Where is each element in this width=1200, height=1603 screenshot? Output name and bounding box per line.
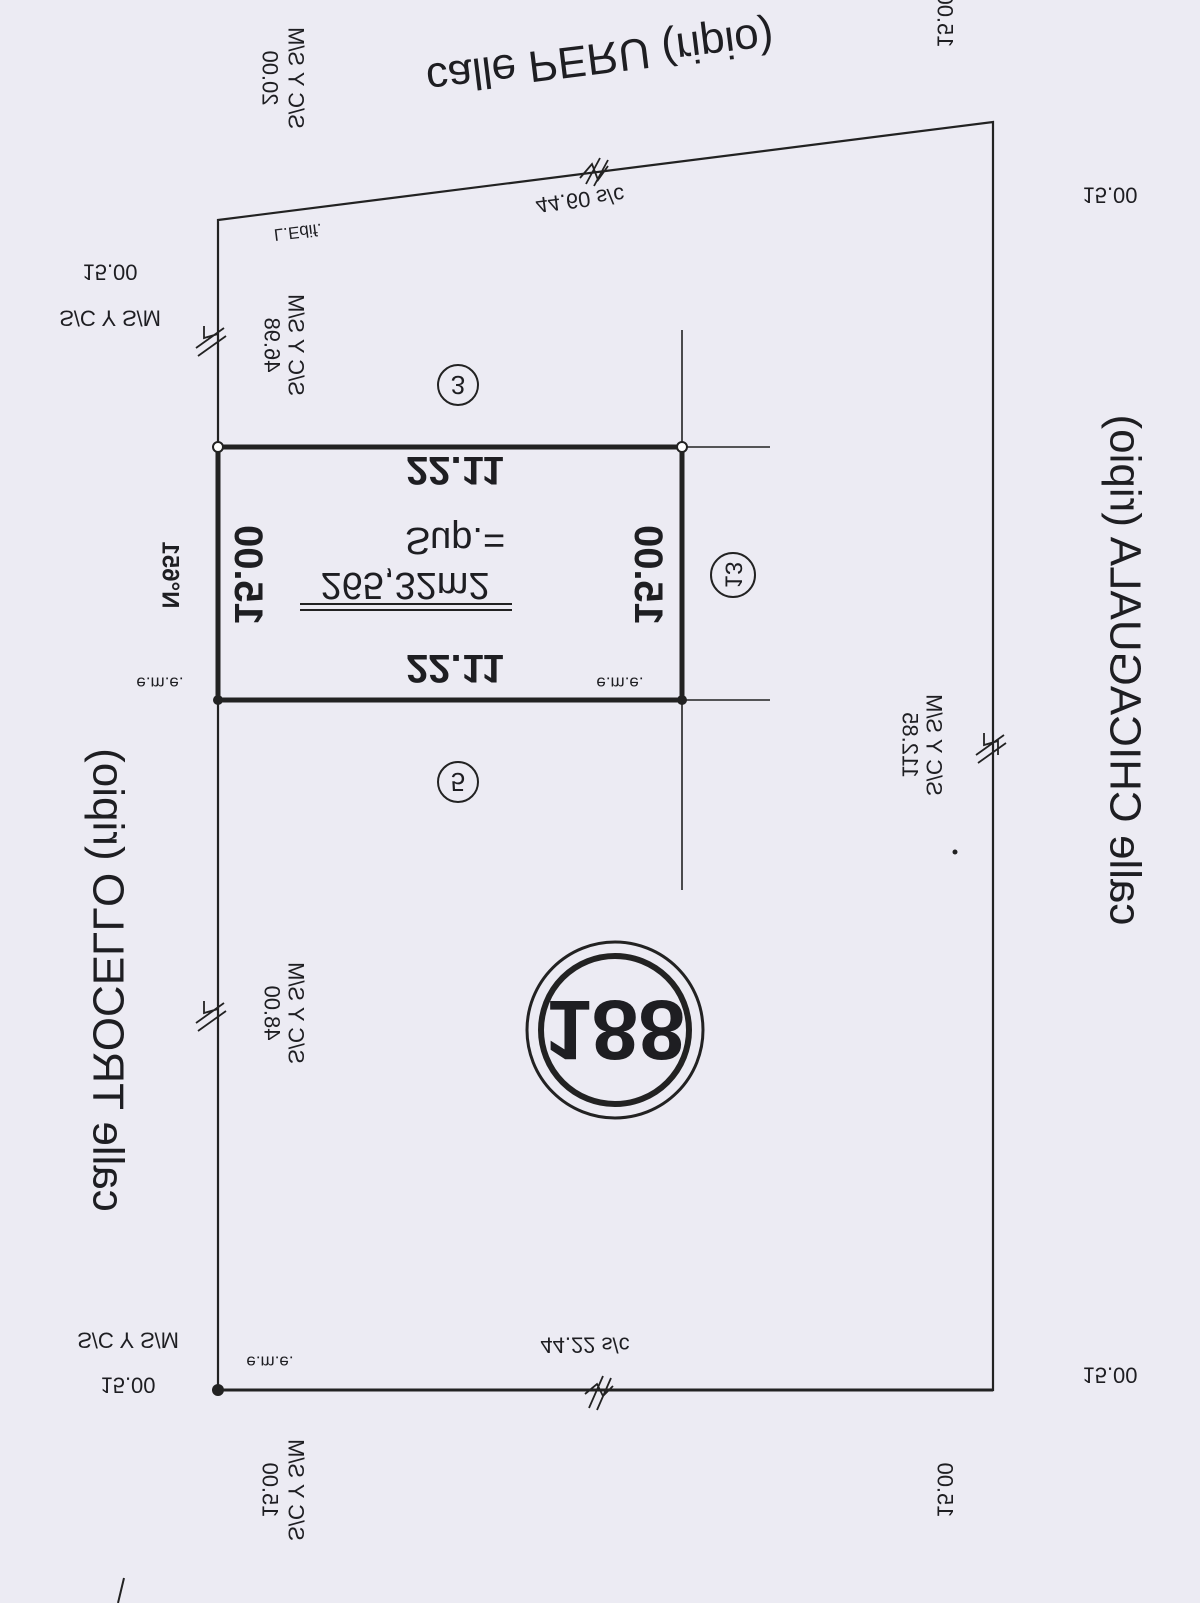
break-symbol-icon: [195, 326, 227, 357]
left-lower-note: S/C Y S/M: [284, 962, 309, 1064]
lot-corner-point: [677, 695, 687, 705]
block-top-side-length: 44.60 s/c: [534, 182, 626, 218]
left-upper-note: S/C Y S/M: [284, 294, 309, 396]
street-width-bottom-left-note: S/C Y S/M: [284, 1439, 309, 1541]
break-symbol-icon: [579, 157, 609, 187]
neighbor-lot-3: 3: [451, 370, 465, 400]
lot-top-length: 22.11: [406, 448, 504, 492]
break-symbol-icon: [584, 1375, 614, 1411]
lot-corner-point: [213, 695, 223, 705]
lot-corner-point: [676, 441, 688, 453]
street-name-left: calle TROCELLO (ripio): [84, 748, 133, 1212]
street-name-right: calle CHICAGUALA (ripio): [1101, 414, 1150, 925]
lot-right-length: 15.00: [626, 525, 670, 625]
lot-area-value: 265,32m2: [320, 564, 489, 606]
lot-registry-number: N°651: [157, 542, 184, 609]
right-side-note: S/C Y S/M: [922, 694, 947, 796]
street-width-top-left-note: S/C Y S/M: [284, 27, 309, 129]
block-number-outer-circle: [525, 940, 705, 1120]
lot-area-label: Sup.=: [405, 519, 505, 561]
neighbor-lot-3-circle: [437, 364, 479, 406]
street-width-left-lower-value: 15.00: [100, 1373, 155, 1398]
right-side-value: 112.85: [898, 712, 923, 778]
building-line-label: L.Edif.: [273, 220, 323, 245]
dot-mark: [952, 849, 958, 855]
lot-corner-point: [212, 441, 224, 453]
left-lower-value: 48.00: [260, 985, 285, 1040]
stray-mark: [117, 1577, 125, 1603]
street-width-left-lower-note: S/C Y S/M: [77, 1328, 179, 1353]
lot-bottom-length: 22.11: [406, 646, 504, 690]
lot-corner-left-marker: e.m.e.: [136, 674, 183, 693]
lot-left-length: 15.00: [226, 525, 270, 625]
left-upper-value: 46.98: [260, 317, 285, 372]
street-width-right-lower: 15.00: [1082, 1363, 1137, 1388]
block-number: 188: [545, 983, 685, 1077]
block-corner-point: [212, 1384, 224, 1396]
street-width-bottom-right: 15.00: [933, 1462, 958, 1517]
block-bottom-side-length: 44.22 s/c: [540, 1333, 629, 1358]
neighbor-lot-5-circle: [437, 761, 479, 803]
lot-corner-right-marker: e.m.e.: [596, 674, 643, 693]
break-symbol-icon: [975, 733, 1007, 764]
break-symbol-icon: [195, 1001, 227, 1032]
neighbor-lot-13-circle: [710, 552, 756, 598]
block-boundary: [216, 120, 995, 1392]
street-name-top: calle PERU (ripio): [423, 12, 776, 103]
street-width-bottom-left-value: 15.00: [258, 1462, 283, 1517]
neighbor-lot-13: 13: [720, 562, 747, 589]
street-width-top-left-value: 20.00: [258, 50, 283, 105]
street-width-top-right: 15.00: [933, 0, 958, 48]
block-number-inner-circle: [538, 953, 692, 1107]
neighbor-lot-5: 5: [451, 767, 465, 797]
lot-outline: [215, 444, 685, 703]
street-width-right-upper: 15.00: [1082, 183, 1137, 208]
block-corner-marker: e.m.e.: [246, 1353, 293, 1372]
street-width-left-upper-value: 15.00: [82, 260, 137, 285]
street-width-left-upper-note: S/C Y S/M: [59, 306, 161, 331]
